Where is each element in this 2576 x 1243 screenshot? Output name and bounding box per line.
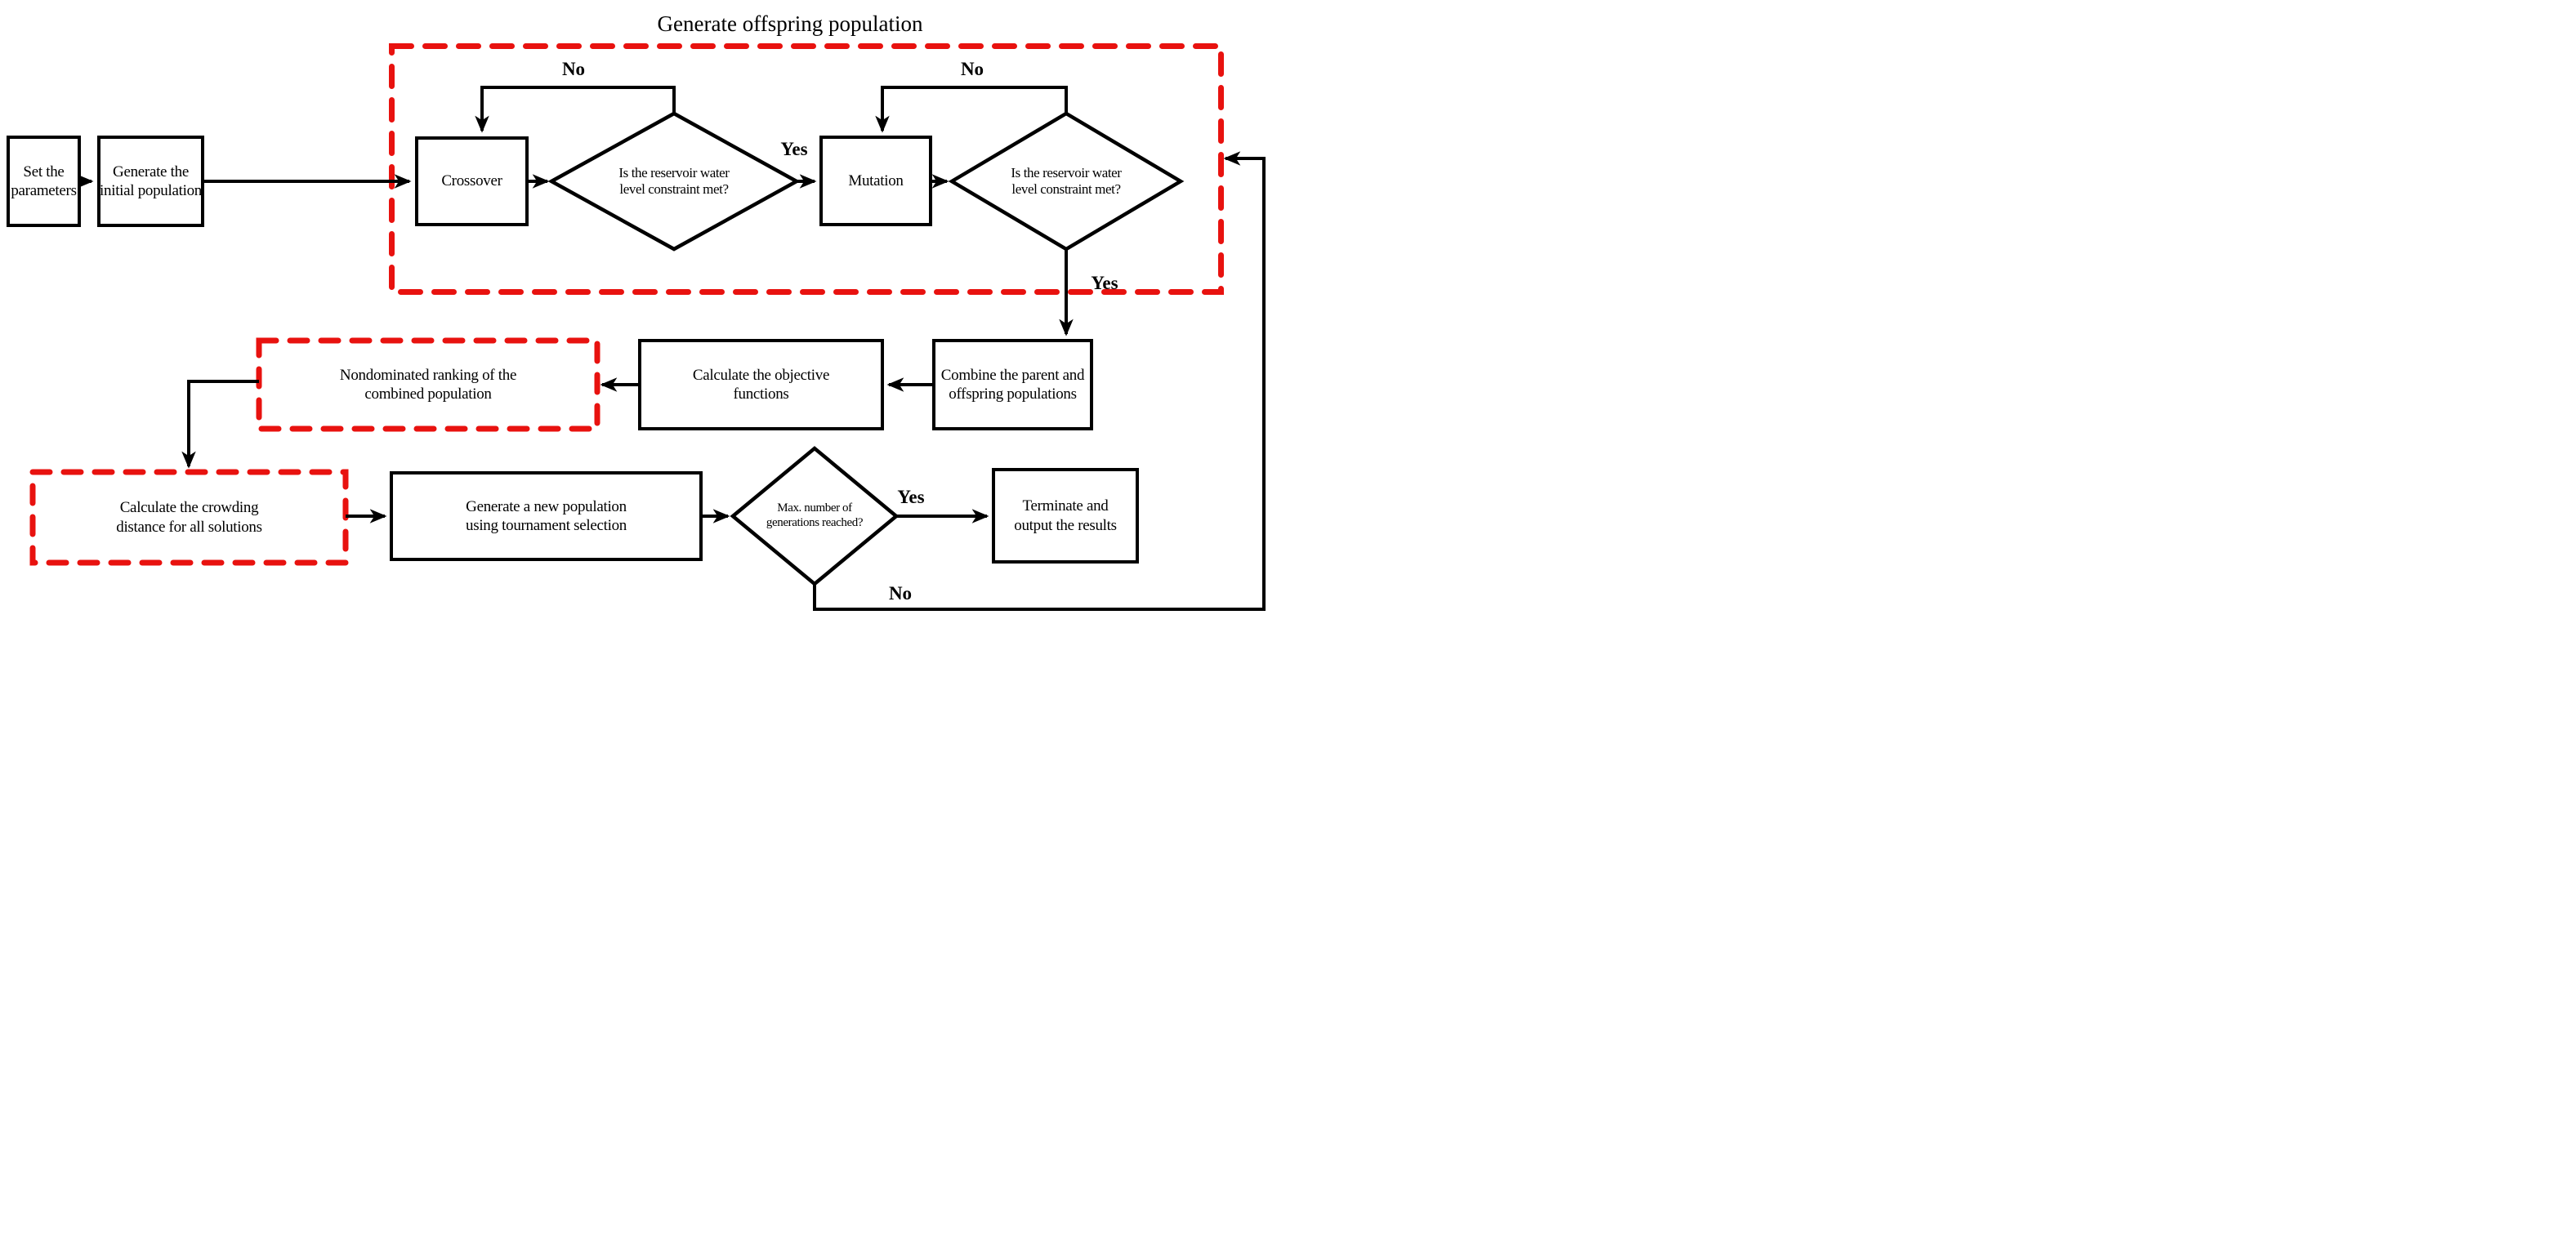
node-crowding-line2: distance for all solutions bbox=[116, 518, 262, 536]
edge-label-yes-to-combine: Yes bbox=[1091, 273, 1118, 293]
node-combine-line2: offspring populations bbox=[949, 385, 1077, 403]
node-nondominated-line2: combined population bbox=[364, 385, 492, 403]
arrow-nondominated-to-crowding bbox=[181, 380, 259, 469]
node-generate-new-line1: Generate a new population bbox=[466, 497, 627, 515]
label-max-generations-line2: generations reached? bbox=[766, 516, 864, 529]
node-generate-initial: Generate the initial population bbox=[97, 136, 204, 227]
node-set-parameters-line2: parameters bbox=[11, 182, 77, 199]
label-max-generations-line1: Max. number of bbox=[777, 501, 852, 515]
node-terminate-line1: Terminate and bbox=[1022, 497, 1109, 515]
offspring-group-dashed-box bbox=[389, 43, 1224, 295]
node-calc-objective: Calculate the objective functions bbox=[638, 339, 884, 430]
node-crossover: Crossover bbox=[415, 136, 529, 226]
label-max-generations: Max. number of generations reached? bbox=[741, 485, 888, 547]
edge-label-no-crossover: No bbox=[561, 59, 586, 79]
node-terminate: Terminate and output the results bbox=[992, 468, 1139, 564]
arrow-no-check2-to-mutation bbox=[875, 86, 1068, 133]
node-generate-initial-line2: initial population bbox=[100, 182, 202, 199]
node-generate-initial-line1: Generate the bbox=[113, 163, 189, 180]
node-terminate-line2: output the results bbox=[1014, 516, 1117, 534]
label-water-check-1: Is the reservoir water level constraint … bbox=[584, 147, 764, 216]
edge-label-no-mutation: No bbox=[960, 59, 984, 79]
label-water-check-2-line2: level constraint met? bbox=[1011, 181, 1121, 197]
offspring-group-title: Generate offspring population bbox=[657, 11, 923, 36]
node-crowding-line1: Calculate the crowding bbox=[119, 499, 259, 517]
label-water-check-1-line2: level constraint met? bbox=[619, 181, 729, 197]
label-water-check-2: Is the reservoir water level constraint … bbox=[976, 147, 1156, 216]
node-crossover-line1: Crossover bbox=[441, 172, 502, 190]
node-mutation-line1: Mutation bbox=[848, 172, 904, 189]
edge-label-no-restart-loop: No bbox=[888, 583, 913, 604]
nondominated-dashed-box bbox=[256, 337, 600, 432]
label-water-check-2-line1: Is the reservoir water bbox=[1011, 164, 1122, 180]
node-mutation: Mutation bbox=[819, 136, 932, 226]
node-generate-new: Generate a new population using tourname… bbox=[390, 471, 703, 561]
node-combine: Combine the parent and offspring populat… bbox=[932, 339, 1093, 430]
node-set-parameters-line1: Set the bbox=[23, 163, 65, 180]
arrow-no-maxgen-restart-loop bbox=[813, 151, 1266, 611]
flowchart-canvas: Generate offspring population Set the pa… bbox=[0, 0, 1288, 622]
node-combine-line1: Combine the parent and bbox=[940, 366, 1085, 384]
edge-label-yes-to-terminate: Yes bbox=[897, 487, 925, 507]
node-calc-objective-line1: Calculate the objective bbox=[692, 366, 830, 384]
node-nondominated: Nondominated ranking of the combined pop… bbox=[259, 341, 597, 429]
node-generate-new-line2: using tournament selection bbox=[466, 517, 627, 534]
node-nondominated-line1: Nondominated ranking of the bbox=[339, 366, 517, 384]
node-calc-objective-line2: functions bbox=[733, 385, 789, 403]
arrow-no-check1-to-crossover bbox=[475, 86, 676, 133]
edge-label-yes-to-mutation: Yes bbox=[780, 139, 808, 159]
node-crowding: Calculate the crowding distance for all … bbox=[33, 472, 346, 563]
label-water-check-1-line1: Is the reservoir water bbox=[618, 164, 730, 180]
flowchart-wires-layer bbox=[29, 43, 1266, 611]
node-set-parameters: Set the parameters bbox=[7, 136, 81, 227]
water-check-2-diamond bbox=[948, 111, 1185, 252]
